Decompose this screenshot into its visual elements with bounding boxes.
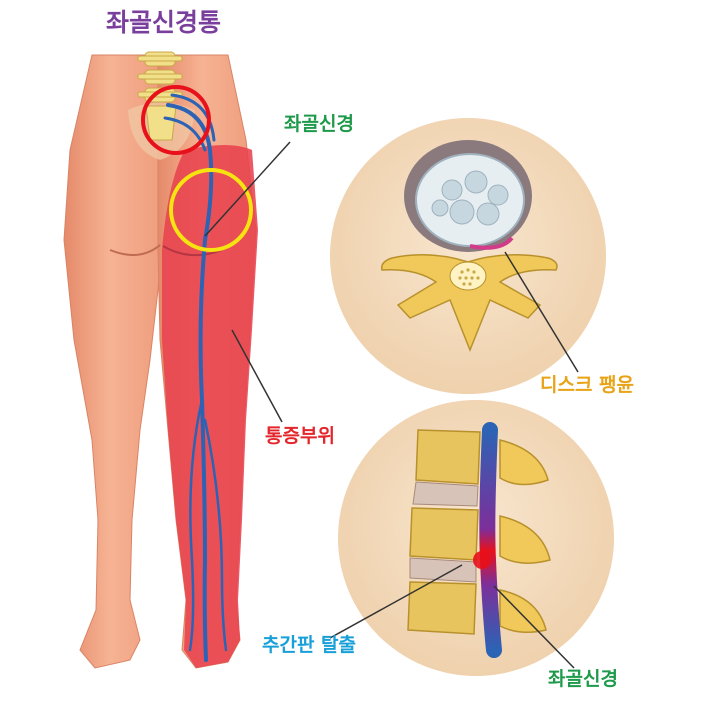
herniation-inset [338,400,614,676]
label-disc-bulge: 디스크 팽윤 [540,374,635,396]
leader-sciatic-bottom [493,585,575,669]
label-sciatic-nerve-bottom: 좌골신경 [548,668,618,690]
gluteal-crease-left [109,244,161,256]
leader-disc-bulge [504,251,579,373]
leader-sciatic-top [204,141,291,237]
leader-lines [204,141,579,669]
body-figure [63,51,258,669]
label-sciatic-nerve-top: 좌골신경 [284,113,354,135]
spine-highlight-circle [141,85,211,155]
leader-herniation [329,564,463,639]
disc-bulge-inset [330,118,606,394]
label-pain-area: 통증부위 [265,425,335,447]
gluteal-crease-right [162,245,223,257]
leader-pain-area [231,329,283,423]
lumbar-spine [137,51,183,141]
buttock-highlight-circle [169,168,253,252]
sciatic-nerve [163,93,228,662]
label-disc-herniation: 추간판 탈출 [262,634,357,656]
pain-zone [162,145,258,668]
diagram-title: 좌골신경통 [106,8,222,37]
